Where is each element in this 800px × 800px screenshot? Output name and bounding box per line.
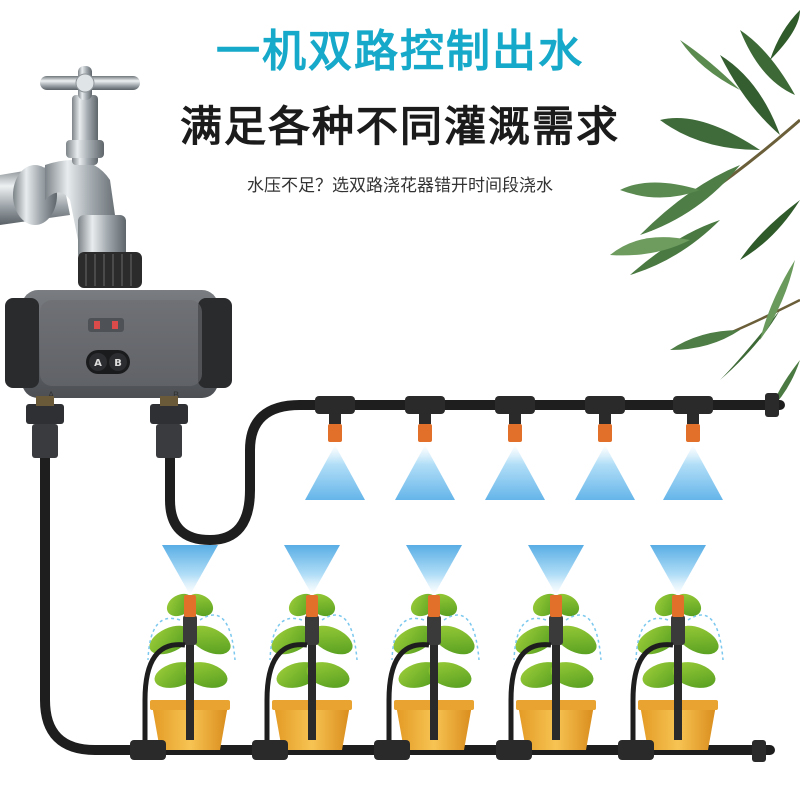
subheadline: 水压不足？选双路浇花器错开时间段浇水 bbox=[247, 176, 553, 196]
mist-nozzle-icon bbox=[395, 396, 455, 500]
dual-valve-controller: A B A B bbox=[5, 290, 232, 458]
top-spray-line bbox=[305, 393, 779, 500]
end-cap bbox=[752, 740, 766, 762]
water-faucet-icon bbox=[0, 66, 142, 288]
button-b-label: B bbox=[114, 358, 122, 369]
mist-nozzle-icon bbox=[575, 396, 635, 500]
button-a-label: A bbox=[94, 358, 102, 369]
headline-line2: 满足各种不同灌溉需求 bbox=[179, 102, 620, 151]
bottom-drip-line bbox=[130, 545, 766, 762]
button-b bbox=[109, 353, 127, 371]
mist-nozzle-icon bbox=[663, 396, 723, 500]
leaf-branch-decoration bbox=[610, 10, 800, 410]
mist-nozzle-icon bbox=[485, 396, 545, 500]
button-a bbox=[89, 353, 107, 371]
potted-plant-unit bbox=[130, 545, 236, 760]
mist-nozzle-icon bbox=[305, 396, 365, 500]
headline-line1: 一机双路控制出水 bbox=[216, 26, 584, 77]
end-plug bbox=[765, 393, 779, 417]
